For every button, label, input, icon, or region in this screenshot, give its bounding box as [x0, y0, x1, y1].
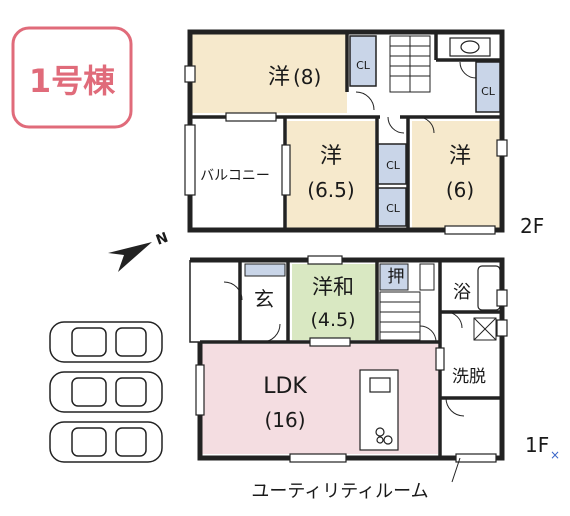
- room-label: 洋和: [312, 275, 354, 299]
- room-size: (8): [293, 65, 321, 89]
- staircase-1f: [379, 291, 421, 341]
- staircase-2f: [389, 35, 431, 93]
- utility-room-label: ユーティリティルーム: [251, 481, 428, 502]
- room-western-6: [412, 121, 500, 228]
- toilet-icon: [419, 263, 435, 291]
- closet-label: CL: [356, 59, 371, 72]
- window: [184, 124, 196, 196]
- floor-1f: 玄 洋和 (4.5) 押 浴 洗脱 LDK (16) 1F × ユーティリティル…: [189, 255, 560, 502]
- window: [496, 289, 508, 307]
- washroom-label: 洗脱: [452, 367, 486, 387]
- window: [195, 364, 205, 416]
- storage-label: 押: [388, 267, 405, 287]
- room-label: 洋: [320, 144, 342, 169]
- compass-icon: N: [108, 230, 170, 272]
- window: [309, 337, 351, 347]
- close-icon: ×: [550, 448, 560, 462]
- building-badge-text: 1号棟: [29, 62, 116, 100]
- room-ldk: [200, 344, 438, 454]
- window: [184, 65, 196, 83]
- closet-2f-4: [377, 187, 407, 227]
- room-label: LDK: [263, 374, 307, 399]
- balcony-label: バルコニー: [200, 168, 270, 184]
- room-size: (4.5): [310, 309, 355, 331]
- room-label: 洋: [268, 65, 290, 90]
- car-icon: [49, 371, 163, 413]
- window: [496, 319, 508, 337]
- window: [435, 347, 445, 371]
- compass-north-label: N: [154, 230, 170, 249]
- floor-2f: CL CL CL CL: [184, 29, 544, 238]
- room-size: (6): [446, 178, 474, 202]
- walls-1f: [190, 257, 505, 461]
- car-icon: [49, 421, 163, 463]
- room-size: (16): [264, 408, 305, 432]
- shoe-closet: [244, 263, 286, 277]
- window: [444, 225, 496, 235]
- closet-label: CL: [386, 202, 401, 215]
- building-badge: 1号棟: [11, 26, 133, 129]
- parking-cars: [49, 321, 163, 463]
- closet-label: CL: [386, 159, 401, 172]
- room-japanese-western: [292, 264, 377, 340]
- closet-2f-3: [377, 143, 407, 185]
- closet-2f-1: [349, 35, 377, 87]
- storage-closet: [379, 263, 409, 291]
- room-western-6-5: [287, 121, 375, 228]
- window: [281, 144, 291, 196]
- window: [225, 112, 277, 122]
- room-western-8: [192, 34, 347, 113]
- washer-icon: [473, 317, 497, 341]
- entrance-label: 玄: [254, 287, 274, 311]
- car-icon: [49, 321, 163, 363]
- kitchen-counter: [359, 369, 399, 451]
- room-size: (6.5): [307, 178, 354, 202]
- toilet-icon: [449, 37, 491, 57]
- bath-label: 浴: [453, 282, 471, 303]
- window: [307, 255, 343, 265]
- floor-label-2f: 2F: [520, 214, 544, 238]
- floor-label-1f: 1F: [525, 433, 549, 457]
- window: [455, 453, 497, 463]
- room-label: 洋: [449, 144, 471, 169]
- closet-label: CL: [481, 85, 496, 98]
- window: [496, 139, 508, 157]
- window: [289, 453, 347, 463]
